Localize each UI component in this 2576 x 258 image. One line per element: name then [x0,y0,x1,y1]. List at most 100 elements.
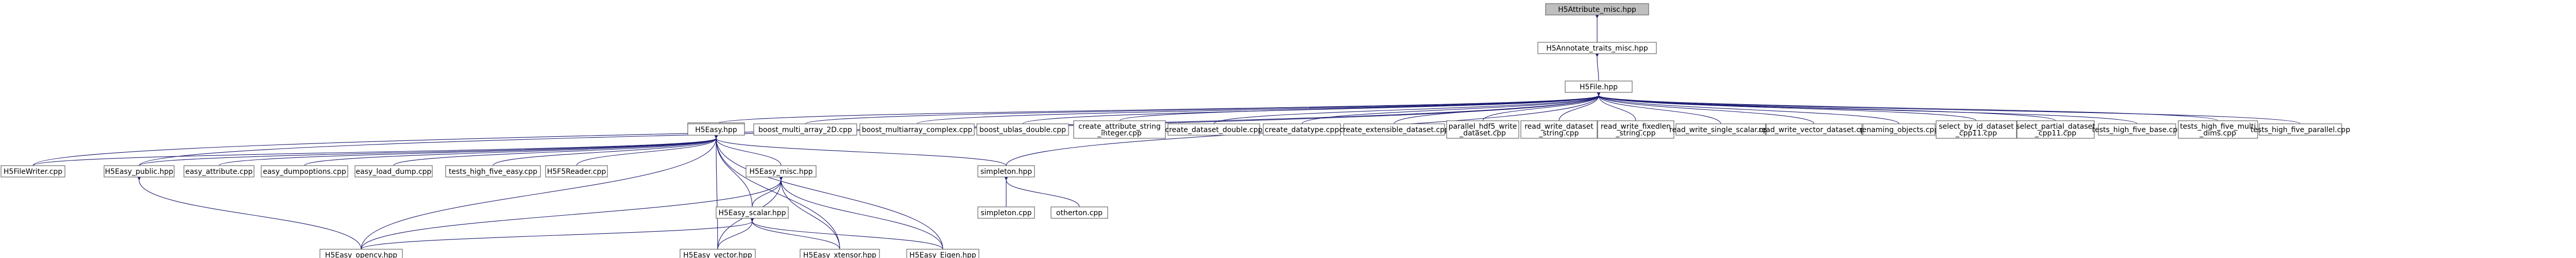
edge-n30-to-n32 [752,177,783,207]
edge-n2-to-n20 [1597,92,2218,121]
graph-node-n11[interactable]: parallel_hdf5_write_dataset.cpp [1446,120,1519,139]
edge-n22-to-n24 [139,135,718,166]
node-label: create_dataset_double.cpp [1165,126,1262,134]
node-label: otherton.cpp [1056,209,1103,217]
node-label: read_write_dataset [1524,123,1594,131]
graph-node-n33[interactable]: simpleton.cpp [977,206,1035,219]
graph-node-n32[interactable]: H5Easy_scalar.hpp [716,206,789,219]
node-box [1936,120,2017,139]
node-label: _cpp11.cpp [2035,130,2076,138]
graph-node-n2[interactable]: H5File.hpp [1565,80,1633,93]
graph-node-n27[interactable]: easy_load_dump.cpp [354,165,433,178]
graph-node-n10[interactable]: create_extensible_dataset.cpp [1339,123,1449,136]
edge-n22-to-n31 [714,135,1007,166]
node-label: H5File.hpp [1580,83,1618,91]
edge-n2-to-n7 [1119,92,1601,121]
node-box [1073,120,1166,139]
graph-node-n36[interactable]: H5Easy_vector.hpp [680,249,756,258]
graph-node-n20[interactable]: tests_high_five_multi_dims.cpp [2178,120,2258,139]
graph-node-n14[interactable]: read_write_single_scalar.cpp [1669,123,1772,136]
graph-node-n19[interactable]: tests_high_five_base.cpp [2092,123,2182,136]
graph-node-n28[interactable]: tests_high_five_easy.cpp [445,165,541,178]
graph-node-n8[interactable]: create_dataset_double.cpp [1165,123,1263,136]
edge-n22-to-n37 [714,135,840,250]
node-label: simpleton.hpp [980,168,1032,176]
node-box [800,249,880,258]
graph-node-n7[interactable]: create_attribute_string_integer.cpp [1073,120,1166,139]
node-box [104,165,175,178]
graph-node-n29[interactable]: H5F5Reader.cpp [545,165,608,178]
edge-n22-to-n23 [32,135,718,166]
edge-n2-to-n16 [1597,92,1900,124]
edge-n22-to-n25 [218,135,718,166]
node-box [354,165,433,178]
edge-n22-to-n29 [576,135,718,166]
node-box [1565,80,1633,93]
node-label: _string.cpp [1538,130,1579,138]
node-label: tests_high_five_parallel.cpp [2250,126,2350,134]
node-box [2016,120,2095,139]
edge-n32-to-n35 [361,218,754,250]
edge-n22-to-n35 [361,135,718,250]
graph-node-n13[interactable]: read_write_fixedlen_string.cpp [1597,120,1674,139]
graph-node-n1[interactable]: H5Annotate_traits_misc.hpp [1537,42,1657,54]
node-box [1520,120,1598,139]
graph-node-n22[interactable]: H5Easy.hpp [687,123,745,136]
graph-node-n34[interactable]: otherton.cpp [1050,206,1108,219]
graph-node-n38[interactable]: H5Easy_Eigen.hpp [906,249,979,258]
graph-node-n15[interactable]: read_write_vector_dataset.cpp [1759,123,1870,136]
node-label: boost_ublas_double.cpp [979,126,1066,134]
node-box [687,123,745,136]
node-box [545,165,608,178]
edge-n2-to-n9 [1301,92,1601,124]
graph-node-n26[interactable]: easy_dumpoptions.cpp [261,165,348,178]
graph-node-n9[interactable]: create_datatype.cpp [1263,123,1341,136]
node-label: _string.cpp [1615,130,1655,138]
node-label: read_write_fixedlen [1601,123,1671,131]
node-label: create_datatype.cpp [1265,126,1339,134]
node-box [1537,42,1657,54]
node-label: H5Easy.hpp [695,126,737,134]
graph-node-n31[interactable]: simpleton.hpp [977,165,1035,178]
node-label: easy_load_dump.cpp [356,168,432,176]
edge-n2-to-n15 [1597,92,1815,124]
node-label: H5Attribute_misc.hpp [1558,6,1636,14]
graph-node-n35[interactable]: H5Easy_opencv.hpp [319,249,403,258]
edge-n2-to-n17 [1597,92,1977,121]
graph-node-n12[interactable]: read_write_dataset_string.cpp [1520,120,1598,139]
node-label: H5Annotate_traits_misc.hpp [1546,44,1648,53]
graph-node-n18[interactable]: select_partial_dataset_cpp11.cpp [2016,120,2095,139]
node-label: select_partial_dataset [2016,123,2095,131]
node-box [859,123,975,136]
graph-node-n24[interactable]: H5Easy_public.hpp [104,165,175,178]
edge-n2-to-n18 [1597,92,2056,121]
node-label: H5Easy_public.hpp [105,168,174,176]
node-box [261,165,348,178]
graph-node-n23[interactable]: H5FileWriter.cpp [1,165,65,178]
node-box [716,206,789,219]
graph-node-n25[interactable]: easy_attribute.cpp [183,165,255,178]
graph-node-n4[interactable]: boost_multi_array_2D.cpp [753,123,857,136]
node-label: _dims.cpp [2199,130,2236,138]
node-label: simpleton.cpp [980,209,1031,217]
node-box [977,165,1035,178]
graph-node-n21[interactable]: tests_high_five_parallel.cpp [2250,123,2350,136]
node-label: H5Easy_vector.hpp [683,251,752,258]
edge-n2-to-n8 [1213,92,1601,124]
node-label: H5Easy_misc.hpp [749,168,812,176]
edge-n22-to-n26 [304,135,718,166]
node-label: tests_high_five_multi [2180,123,2256,131]
node-label: read_write_single_scalar.cpp [1669,126,1772,134]
graph-node-n6[interactable]: boost_ublas_double.cpp [976,123,1069,136]
node-box [1050,206,1108,219]
edge-n22-to-n36 [714,135,718,250]
edge-n2-to-n4 [805,92,1601,124]
graph-node-n5[interactable]: boost_multiarray_complex.cpp [859,123,975,136]
node-label: create_attribute_string [1078,123,1161,131]
node-box [1597,120,1674,139]
graph-node-n17[interactable]: select_by_id_dataset_cpp11.cpp [1936,120,2017,139]
graph-node-n37[interactable]: H5Easy_xtensor.hpp [800,249,880,258]
graph-node-n16[interactable]: renaming_objects.cpp [1859,123,1939,136]
graph-node-n30[interactable]: H5Easy_misc.hpp [745,165,817,178]
node-label: easy_attribute.cpp [185,168,253,176]
